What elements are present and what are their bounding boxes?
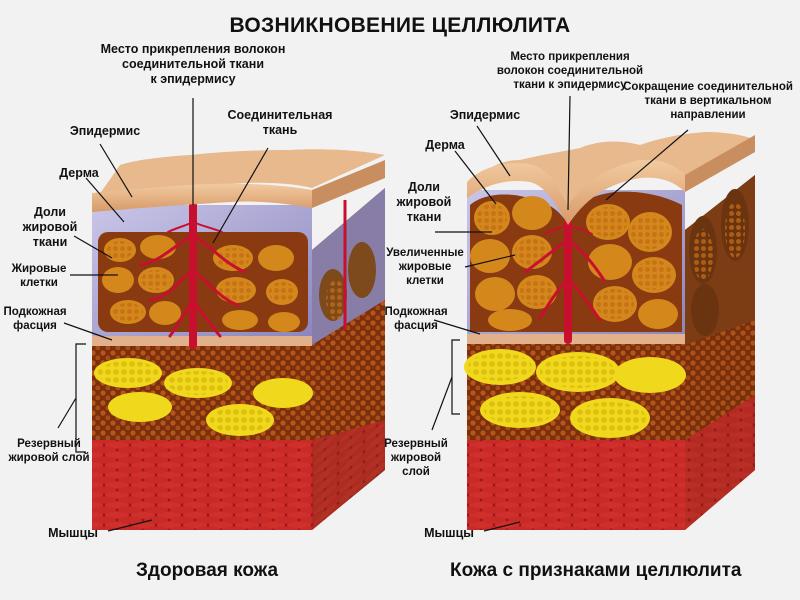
left-reserve-fat-cells (94, 358, 313, 436)
right-label-dermis: Дерма (425, 138, 465, 152)
left-connective-tissue (138, 201, 247, 349)
right-label-muscles: Мышцы (424, 526, 474, 540)
right-reserve-fat-cells (464, 349, 686, 438)
left-side-fat (312, 300, 385, 440)
right-side-lobules (689, 189, 749, 336)
left-side-lobules (319, 242, 376, 321)
left-epidermis (92, 183, 312, 212)
page-title: ВОЗНИКНОВЕНИЕ ЦЕЛЛЮЛИТА (229, 14, 571, 37)
right-muscle-layer (467, 440, 685, 530)
cellulite-skin-block (464, 132, 755, 530)
right-epidermis (467, 159, 685, 225)
left-fascia (92, 336, 312, 346)
left-label-epidermis: Эпидермис (69, 124, 141, 138)
left-muscle-layer (92, 440, 312, 530)
left-fat-lobules (102, 235, 300, 332)
left-label-dermis: Дерма (59, 166, 99, 180)
right-label-epidermis: Эпидермис (449, 108, 521, 122)
caption-cellulite: Кожа с признаками целлюлита (450, 560, 742, 581)
left-label-muscles: Мышцы (48, 526, 98, 540)
caption-healthy: Здоровая кожа (136, 560, 279, 581)
healthy-skin-block (92, 149, 385, 531)
right-fat-lobules (470, 196, 678, 331)
right-connective-tissue (523, 208, 606, 344)
right-fascia (467, 334, 685, 344)
pointer-lines (57, 95, 689, 532)
